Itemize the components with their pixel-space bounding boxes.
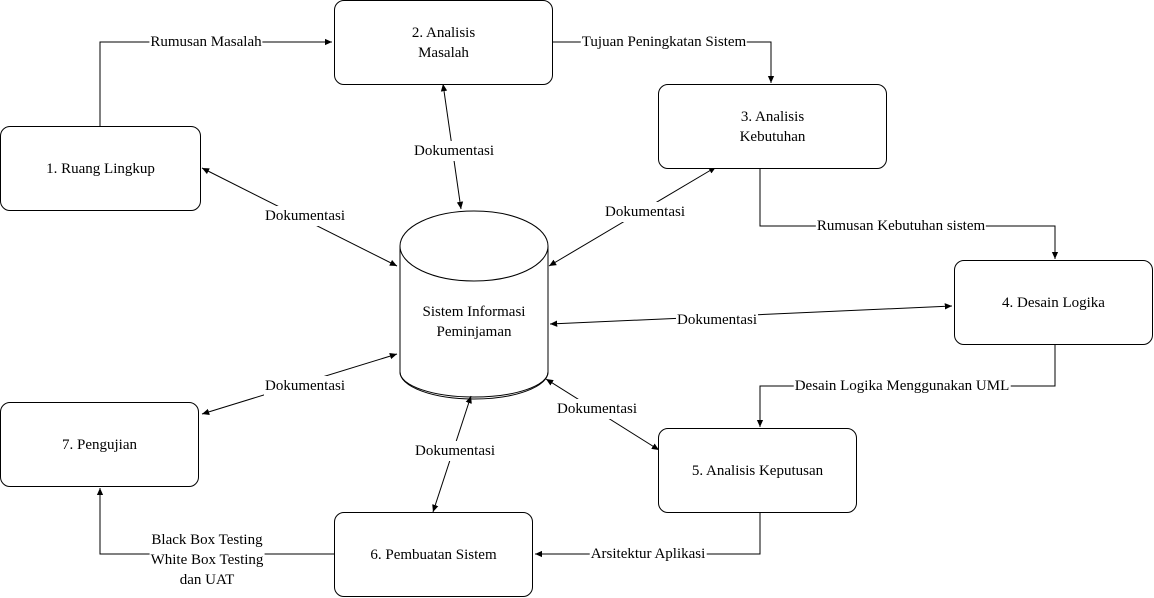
edge-label-desain-logika-uml: Desain Logika Menggunakan UML [793,376,1011,396]
node-ruang-lingkup[interactable]: 1. Ruang Lingkup [0,126,201,211]
node-desain-logika[interactable]: 4. Desain Logika [954,260,1153,345]
node-analisis-keputusan[interactable]: 5. Analisis Keputusan [658,428,857,513]
edge-label-testing: Black Box Testing White Box Testing dan … [149,530,265,590]
doc-label-4: Dokumentasi [676,310,758,330]
doc-label-6: Dokumentasi [414,441,496,461]
edge-label-tujuan-peningkatan: Tujuan Peningkatan Sistem [580,32,748,52]
doc-label-5: Dokumentasi [556,399,638,419]
database-label: Sistem Informasi Peminjaman [422,304,526,340]
node-pembuatan-sistem[interactable]: 6. Pembuatan Sistem [334,512,533,597]
node-analisis-masalah[interactable]: 2. Analisis Masalah [334,0,553,85]
doc-label-2: Dokumentasi [413,141,495,161]
node-pengujian[interactable]: 7. Pengujian [0,402,199,487]
doc-label-1: Dokumentasi [264,206,346,226]
edge-label-arsitektur: Arsitektur Aplikasi [589,544,707,564]
doc-label-7: Dokumentasi [264,376,346,396]
node-analisis-kebutuhan[interactable]: 3. Analisis Kebutuhan [658,84,887,169]
doc-label-3: Dokumentasi [604,202,686,222]
edge-label-rumusan-masalah: Rumusan Masalah [149,32,263,52]
edge-1-to-2 [99,38,332,126]
edge-label-rumusan-kebutuhan: Rumusan Kebutuhan sistem [815,216,987,236]
edge-3-to-4 [759,168,1059,259]
database-cylinder [399,210,549,400]
